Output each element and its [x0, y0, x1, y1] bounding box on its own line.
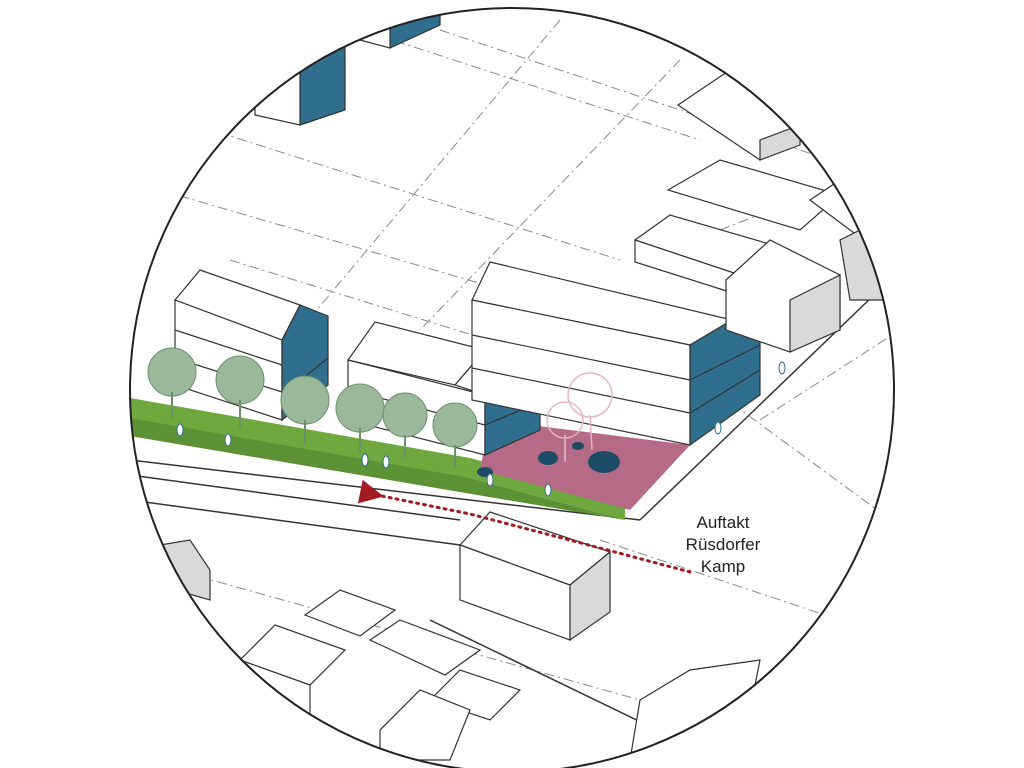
ponds: [477, 442, 620, 477]
building-right: [471, 261, 761, 447]
existing-buildings-right: [633, 69, 894, 353]
person-icon: [176, 361, 786, 497]
building-fragment-top: [254, 8, 441, 126]
diagram-content: [130, 8, 894, 768]
tree-trunks: [171, 392, 456, 468]
pink-plaza: [480, 420, 690, 510]
annotation-line-3: Kamp: [700, 557, 746, 576]
blossom-tree-icon: [546, 372, 613, 462]
green-strip: [130, 398, 625, 520]
annotation-line-1: Auftakt: [696, 513, 750, 532]
annotation-line-2: Rüsdorfer: [685, 535, 761, 554]
annotation-label: Auftakt Rüsdorfer Kamp: [668, 512, 778, 578]
dotted-arrow-icon: [357, 479, 692, 574]
circle-frame: [129, 7, 895, 768]
green-strip-edge: [130, 418, 625, 520]
